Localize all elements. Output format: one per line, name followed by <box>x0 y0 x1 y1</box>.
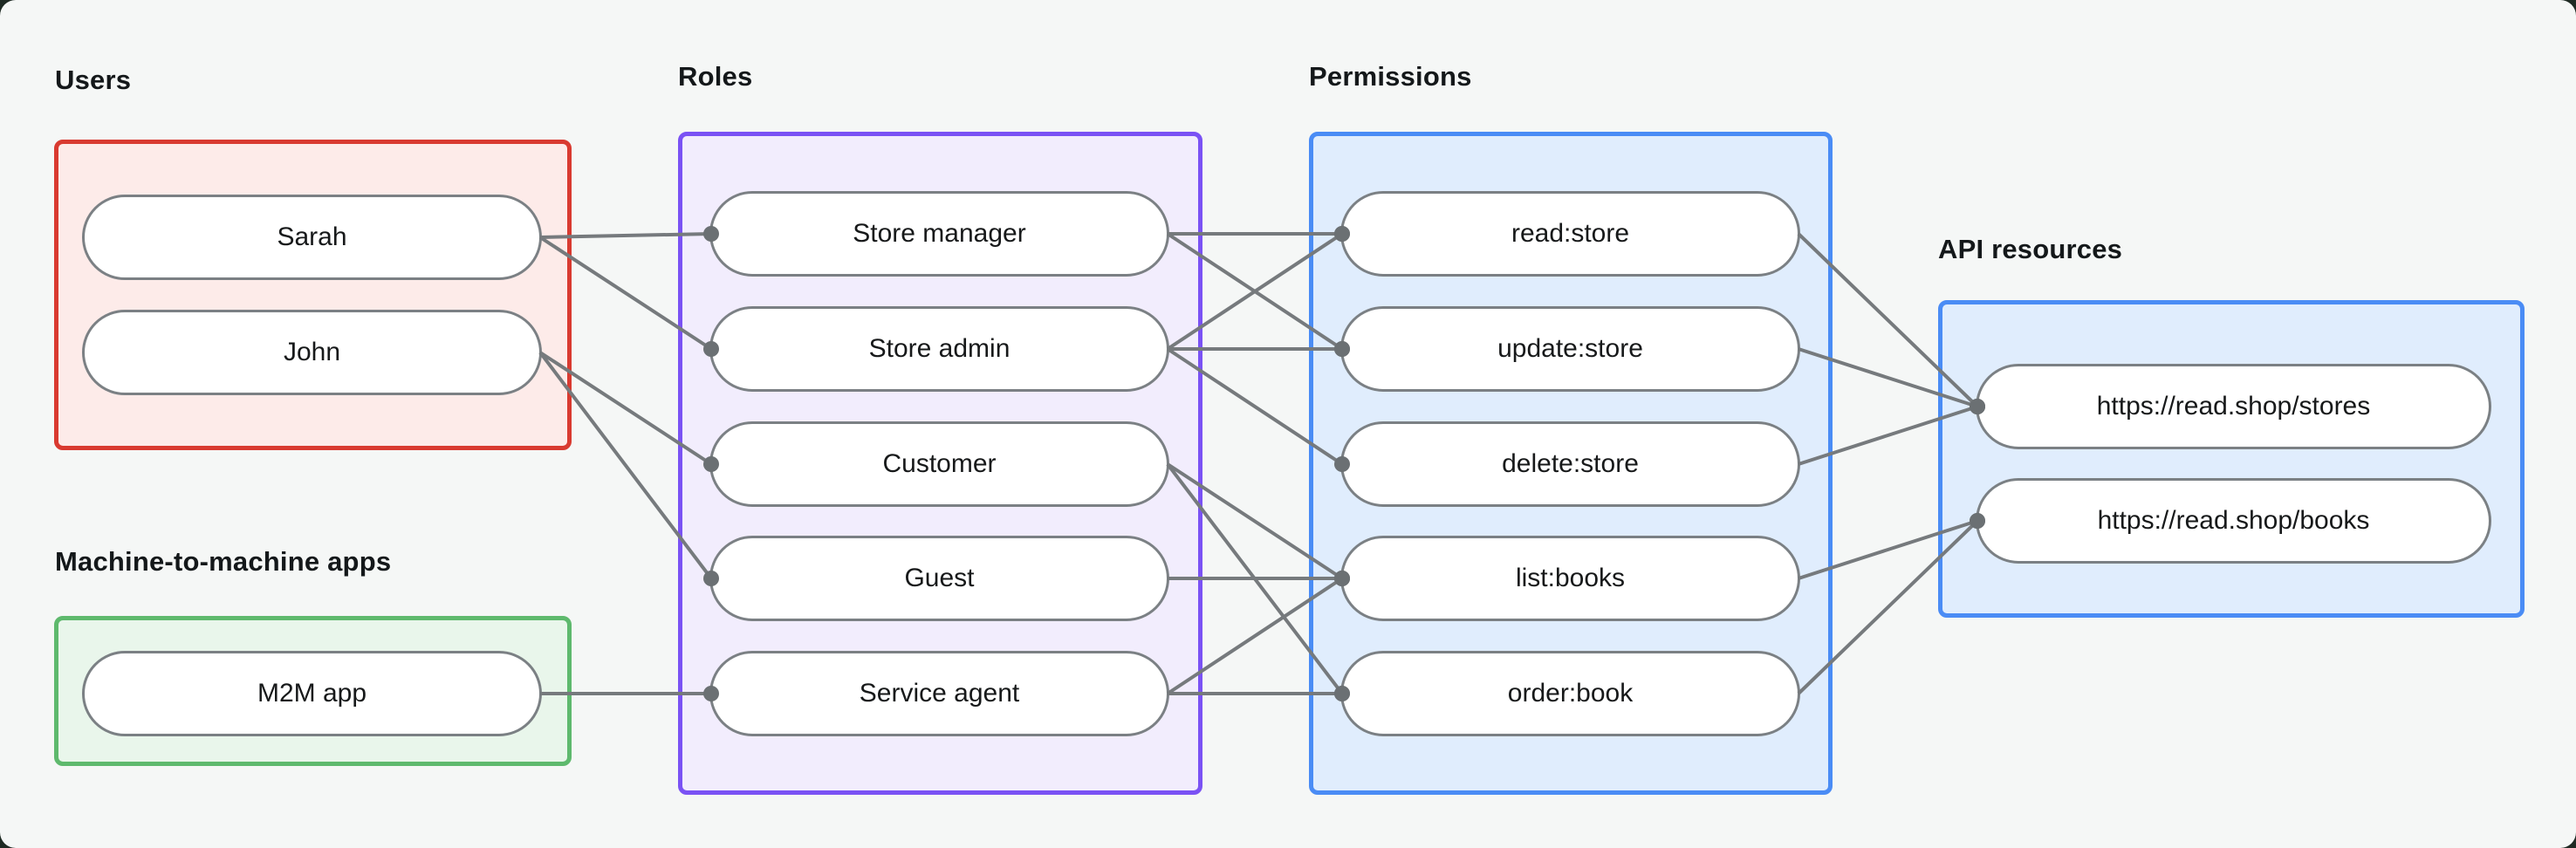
node-api-resource-stores: https://read.shop/stores <box>1976 364 2491 449</box>
node-permission-update-store: update:store <box>1340 306 1800 392</box>
m2m-group-label: Machine-to-machine apps <box>55 546 392 577</box>
node-role-store-admin: Store admin <box>709 306 1169 392</box>
node-permission-read-store: read:store <box>1340 191 1800 277</box>
api-resources-group-label: API resources <box>1938 234 2123 264</box>
node-permission-order-book: order:book <box>1340 651 1800 736</box>
users-group-label: Users <box>55 65 132 95</box>
permissions-group-label: Permissions <box>1309 61 1472 92</box>
node-permission-list-books: list:books <box>1340 536 1800 621</box>
api-resources-group-box <box>1938 300 2525 618</box>
node-role-guest: Guest <box>709 536 1169 621</box>
node-m2m-app: M2M app <box>82 651 542 736</box>
roles-group-label: Roles <box>678 61 753 92</box>
node-api-resource-books: https://read.shop/books <box>1976 478 2491 564</box>
node-permission-delete-store: delete:store <box>1340 421 1800 507</box>
node-user-john: John <box>82 310 542 395</box>
node-role-service-agent: Service agent <box>709 651 1169 736</box>
users-group-box <box>54 140 572 450</box>
node-role-customer: Customer <box>709 421 1169 507</box>
node-role-store-manager: Store manager <box>709 191 1169 277</box>
node-user-sarah: Sarah <box>82 195 542 280</box>
